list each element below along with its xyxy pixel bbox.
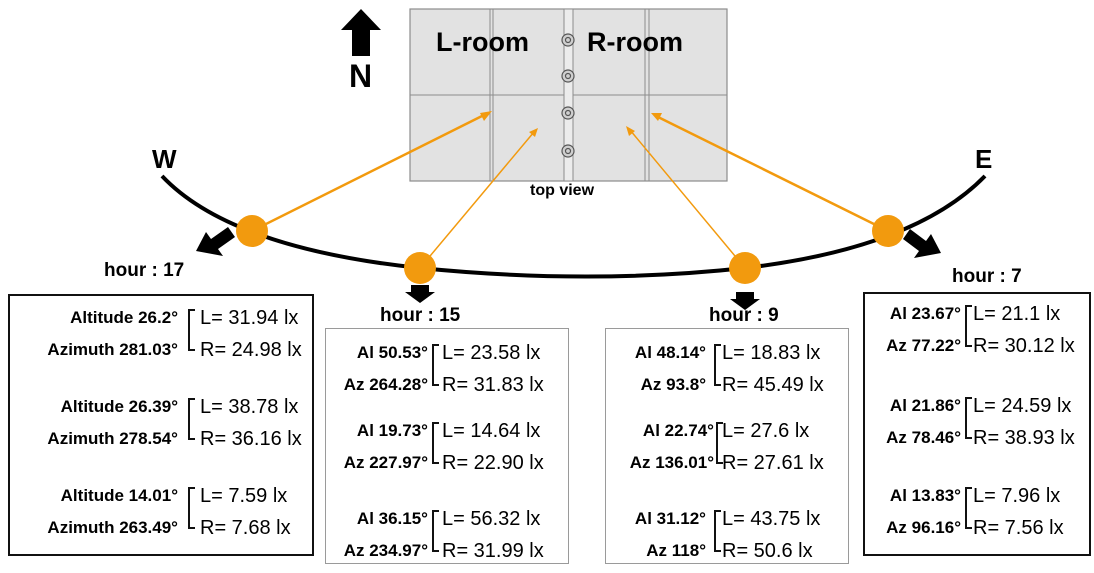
azimuth-value: Az 234.97° <box>343 541 428 560</box>
panel-hour-9: Al 48.14° Az 93.8° L= 18.83 lx R= 45.49 … <box>605 328 849 564</box>
sun-hour-15 <box>404 252 436 284</box>
left-room-lux: L= 38.78 lx <box>200 396 299 418</box>
measurement-entry: Al 48.14° Az 93.8° L= 18.83 lx R= 45.49 … <box>606 337 848 407</box>
left-room-lux: L= 18.83 lx <box>722 342 821 364</box>
azimuth-value: Az 78.46° <box>886 428 961 447</box>
altitude-value: Al 23.67° <box>889 304 961 323</box>
bracket-icon <box>188 487 195 529</box>
measurement-entry: Al 23.67° Az 77.22° L= 21.1 lx R= 30.12 … <box>865 298 1089 368</box>
bracket-icon <box>965 305 972 347</box>
left-room-lux: L= 7.96 lx <box>973 485 1061 507</box>
azimuth-value: Azimuth 278.54° <box>47 429 178 448</box>
panel-hour-15: Al 50.53° Az 264.28° L= 23.58 lx R= 31.8… <box>325 328 569 564</box>
azimuth-value: Az 227.97° <box>343 453 428 472</box>
sun-hour-9 <box>729 252 761 284</box>
bracket-icon <box>965 487 972 529</box>
right-room-lux: R= 50.6 lx <box>722 540 813 562</box>
altitude-value: Altitude 26.2° <box>70 308 178 327</box>
hour-label-15: hour : 15 <box>380 305 461 326</box>
altitude-value: Al 31.12° <box>634 509 706 528</box>
sun-position-markers <box>236 215 904 284</box>
hour-label-17: hour : 17 <box>104 260 185 281</box>
bracket-icon <box>965 397 972 439</box>
north-arrow-icon <box>341 9 381 56</box>
right-room-lux: R= 31.99 lx <box>442 540 544 562</box>
sun-hour-7 <box>872 215 904 247</box>
azimuth-value: Az 77.22° <box>886 336 961 355</box>
bracket-icon <box>188 398 195 440</box>
left-room-lux: L= 14.64 lx <box>442 420 541 442</box>
altitude-value: Altitude 14.01° <box>60 486 178 505</box>
left-room-lux: L= 21.1 lx <box>973 303 1061 325</box>
azimuth-value: Az 136.01° <box>629 453 714 472</box>
measurement-entry: Al 21.86° Az 78.46° L= 24.59 lx R= 38.93… <box>865 390 1089 460</box>
altitude-value: Al 36.15° <box>356 509 428 528</box>
right-room-lux: R= 31.83 lx <box>442 374 544 396</box>
measurement-entry: Altitude 26.39° Azimuth 278.54° L= 38.78… <box>10 391 312 461</box>
panel-hour-17: Altitude 26.2° Azimuth 281.03° L= 31.94 … <box>8 294 314 556</box>
right-room-lux: R= 22.90 lx <box>442 452 544 474</box>
left-room-lux: L= 24.59 lx <box>973 395 1072 417</box>
sun-rays <box>251 111 889 269</box>
bracket-icon <box>432 344 439 386</box>
hour-label-9: hour : 9 <box>709 305 779 326</box>
right-room-lux: R= 45.49 lx <box>722 374 824 396</box>
measurement-entry: Al 31.12° Az 118° L= 43.75 lx R= 50.6 lx <box>606 503 848 573</box>
measurement-entry: Altitude 14.01° Azimuth 263.49° L= 7.59 … <box>10 480 312 550</box>
left-room-lux: L= 43.75 lx <box>722 508 821 530</box>
measurement-entry: Al 13.83° Az 96.16° L= 7.96 lx R= 7.56 l… <box>865 480 1089 550</box>
bracket-icon <box>432 422 439 464</box>
azimuth-value: Azimuth 281.03° <box>47 340 178 359</box>
measurement-entry: Al 22.74° Az 136.01° L= 27.6 lx R= 27.61… <box>606 415 848 485</box>
right-room-lux: R= 27.61 lx <box>722 452 824 474</box>
azimuth-value: Az 264.28° <box>343 375 428 394</box>
altitude-value: Al 21.86° <box>889 396 961 415</box>
azimuth-value: Az 96.16° <box>886 518 961 537</box>
left-room-label: L-room <box>436 27 529 57</box>
east-label: E <box>975 144 993 174</box>
right-room-lux: R= 7.68 lx <box>200 517 291 539</box>
measurement-entry: Al 36.15° Az 234.97° L= 56.32 lx R= 31.9… <box>326 503 568 573</box>
left-room-lux: L= 31.94 lx <box>200 307 299 329</box>
altitude-value: Altitude 26.39° <box>60 397 178 416</box>
azimuth-value: Az 118° <box>646 541 706 560</box>
azimuth-value: Azimuth 263.49° <box>47 518 178 537</box>
altitude-value: Al 22.74° <box>642 421 714 440</box>
measurement-entry: Altitude 26.2° Azimuth 281.03° L= 31.94 … <box>10 302 312 372</box>
altitude-value: Al 19.73° <box>356 421 428 440</box>
north-label: N <box>349 58 373 94</box>
right-room-lux: R= 36.16 lx <box>200 428 302 450</box>
right-room-label: R-room <box>587 27 683 57</box>
measurement-entry: Al 50.53° Az 264.28° L= 23.58 lx R= 31.8… <box>326 337 568 407</box>
left-room-lux: L= 7.59 lx <box>200 485 288 507</box>
right-room-lux: R= 30.12 lx <box>973 335 1075 357</box>
luminaire-icons <box>561 33 575 158</box>
altitude-value: Al 48.14° <box>634 343 706 362</box>
azimuth-value: Az 93.8° <box>640 375 706 394</box>
right-room-lux: R= 24.98 lx <box>200 339 302 361</box>
measurement-entry: Al 19.73° Az 227.97° L= 14.64 lx R= 22.9… <box>326 415 568 485</box>
bracket-icon <box>714 510 721 552</box>
left-room-lux: L= 23.58 lx <box>442 342 541 364</box>
right-room-lux: R= 7.56 lx <box>973 517 1064 539</box>
bracket-icon <box>714 344 721 386</box>
left-room-lux: L= 56.32 lx <box>442 508 541 530</box>
hour-label-7: hour : 7 <box>952 266 1022 287</box>
altitude-value: Al 13.83° <box>889 486 961 505</box>
sun-hour-17 <box>236 215 268 247</box>
bracket-icon <box>716 422 723 464</box>
right-room-lux: R= 38.93 lx <box>973 427 1075 449</box>
direction-arrow-icons <box>196 227 941 310</box>
bracket-icon <box>188 309 195 351</box>
top-view-caption: top view <box>530 182 595 199</box>
west-label: W <box>152 144 177 174</box>
left-room-lux: L= 27.6 lx <box>722 420 810 442</box>
bracket-icon <box>432 510 439 552</box>
altitude-value: Al 50.53° <box>356 343 428 362</box>
panel-hour-7: Al 23.67° Az 77.22° L= 21.1 lx R= 30.12 … <box>863 292 1091 556</box>
